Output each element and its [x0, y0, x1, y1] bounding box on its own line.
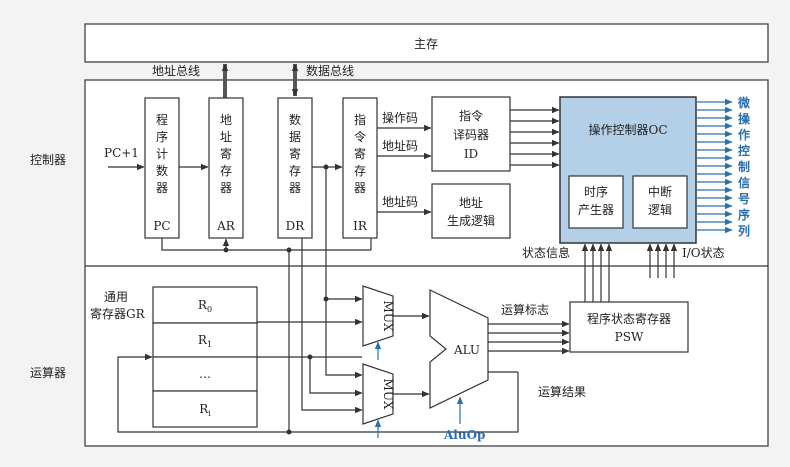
register-r0-label: R0 — [198, 298, 212, 314]
ar-char: 址 — [220, 130, 232, 144]
pc-char: 数 — [156, 163, 168, 178]
timing-generator-box — [568, 175, 624, 229]
dr-char: 据 — [289, 130, 301, 144]
psw-text-1: 程序状态寄存器 — [587, 311, 671, 326]
addr-code-label-2: 地址码 — [382, 195, 418, 209]
junction-dot — [307, 354, 313, 360]
interrupt-text-1: 中断 — [648, 184, 672, 199]
register-ellipsis-label: … — [199, 367, 211, 381]
psw-text-2: PSW — [615, 330, 644, 344]
pc-box — [144, 97, 180, 239]
pc-char: 序 — [156, 129, 168, 144]
gr-label-2: 寄存器GR — [90, 306, 146, 321]
register-r1 — [152, 322, 258, 358]
dr-char: 存 — [289, 164, 301, 178]
micro-op-char: 微 — [737, 95, 751, 110]
oc-label: 操作控制器OC — [588, 122, 667, 137]
mux-bottom-label: MUX — [381, 379, 395, 410]
io-status-label: I/O状态 — [682, 246, 725, 260]
address-logic-text-1: 地址 — [459, 196, 483, 210]
register-ri — [152, 390, 258, 428]
ir-char: 器 — [354, 181, 366, 195]
main-memory-box — [84, 23, 769, 63]
junction-dot — [223, 247, 229, 253]
pc-char: 程 — [156, 112, 168, 127]
timing-text-2: 产生器 — [578, 203, 614, 217]
register-ellipsis — [152, 356, 258, 392]
ar-char: 器 — [220, 181, 232, 195]
dr-label: DR — [286, 219, 306, 233]
decoder-text-1: 指令 — [459, 108, 483, 123]
mux-top — [362, 285, 394, 347]
address-logic-box — [431, 183, 511, 239]
micro-op-char: 操 — [738, 111, 751, 126]
junction-dot — [286, 247, 292, 253]
interrupt-text-2: 逻辑 — [648, 203, 672, 217]
micro-op-char: 序 — [738, 207, 750, 222]
alu-out-to-dr-line — [301, 238, 363, 414]
ar-label: AR — [216, 219, 236, 233]
addr-code-label: 地址码 — [382, 139, 418, 153]
micro-op-char: 列 — [738, 223, 750, 238]
io-status-arrows — [646, 243, 678, 278]
micro-op-char: 制 — [738, 159, 750, 174]
ir-char: 存 — [354, 164, 366, 178]
dr-box — [277, 97, 313, 239]
ir-label: IR — [353, 219, 368, 233]
mux-bottom — [362, 363, 394, 425]
register-r0 — [152, 286, 258, 324]
status-info-label: 状态信息 — [522, 245, 570, 260]
alu-label: ALU — [453, 343, 480, 357]
junction-dot — [286, 429, 292, 435]
controller-label: 控制器 — [30, 153, 66, 167]
ir-char: 寄 — [354, 146, 366, 161]
register-ri-label: Ri — [199, 402, 211, 418]
gr-to-mux2-arrow — [309, 357, 363, 397]
dr-to-mux2-line — [325, 299, 363, 379]
ar-char: 寄 — [220, 146, 232, 161]
ir-char: 指 — [354, 112, 366, 127]
pc-char: 器 — [156, 181, 168, 195]
interrupt-logic-box — [632, 175, 688, 229]
micro-op-char: 控 — [738, 143, 750, 158]
instruction-decoder-box — [431, 96, 511, 172]
dr-char: 寄 — [289, 146, 301, 161]
internal-bus-line — [161, 238, 371, 251]
pc-plus-1-label: PC+1 — [104, 146, 139, 160]
register-r1-label: R1 — [198, 333, 212, 349]
result-loop-line — [117, 353, 519, 433]
address-bus-label: 地址总线 — [152, 64, 200, 78]
micro-op-char: 作 — [738, 127, 750, 142]
ir-char: 令 — [354, 129, 366, 144]
aluop-label: AluOp — [443, 428, 485, 442]
dr-char: 数 — [289, 112, 301, 127]
opcode-label: 操作码 — [382, 110, 418, 125]
alu-unit-label: 运算器 — [30, 365, 66, 380]
timing-text-1: 时序 — [584, 184, 608, 199]
address-logic-text-2: 生成逻辑 — [447, 214, 495, 228]
micro-op-char: 号 — [738, 191, 750, 206]
micro-op-arrows — [696, 98, 733, 234]
gr-label-1: 通用 — [104, 290, 128, 304]
decoder-text-2: 译码器 — [453, 128, 489, 142]
pc-char: 计 — [156, 147, 168, 161]
decoder-text-3: ID — [464, 147, 478, 161]
data-bus-label: 数据总线 — [306, 63, 354, 78]
ar-char: 存 — [220, 164, 232, 178]
result-label: 运算结果 — [538, 384, 586, 399]
mux-top-label: MUX — [381, 301, 395, 332]
status-info-arrows — [581, 243, 613, 302]
main-memory-label: 主存 — [414, 37, 438, 51]
alu-shape — [429, 289, 489, 409]
ar-box — [208, 97, 244, 239]
pc-label: PC — [153, 219, 170, 233]
ar-char: 地 — [220, 113, 232, 127]
psw-box — [569, 301, 689, 353]
dr-char: 器 — [289, 181, 301, 195]
flags-label: 运算标志 — [501, 302, 549, 317]
ir-box — [342, 97, 378, 239]
micro-op-char: 信 — [738, 175, 750, 190]
